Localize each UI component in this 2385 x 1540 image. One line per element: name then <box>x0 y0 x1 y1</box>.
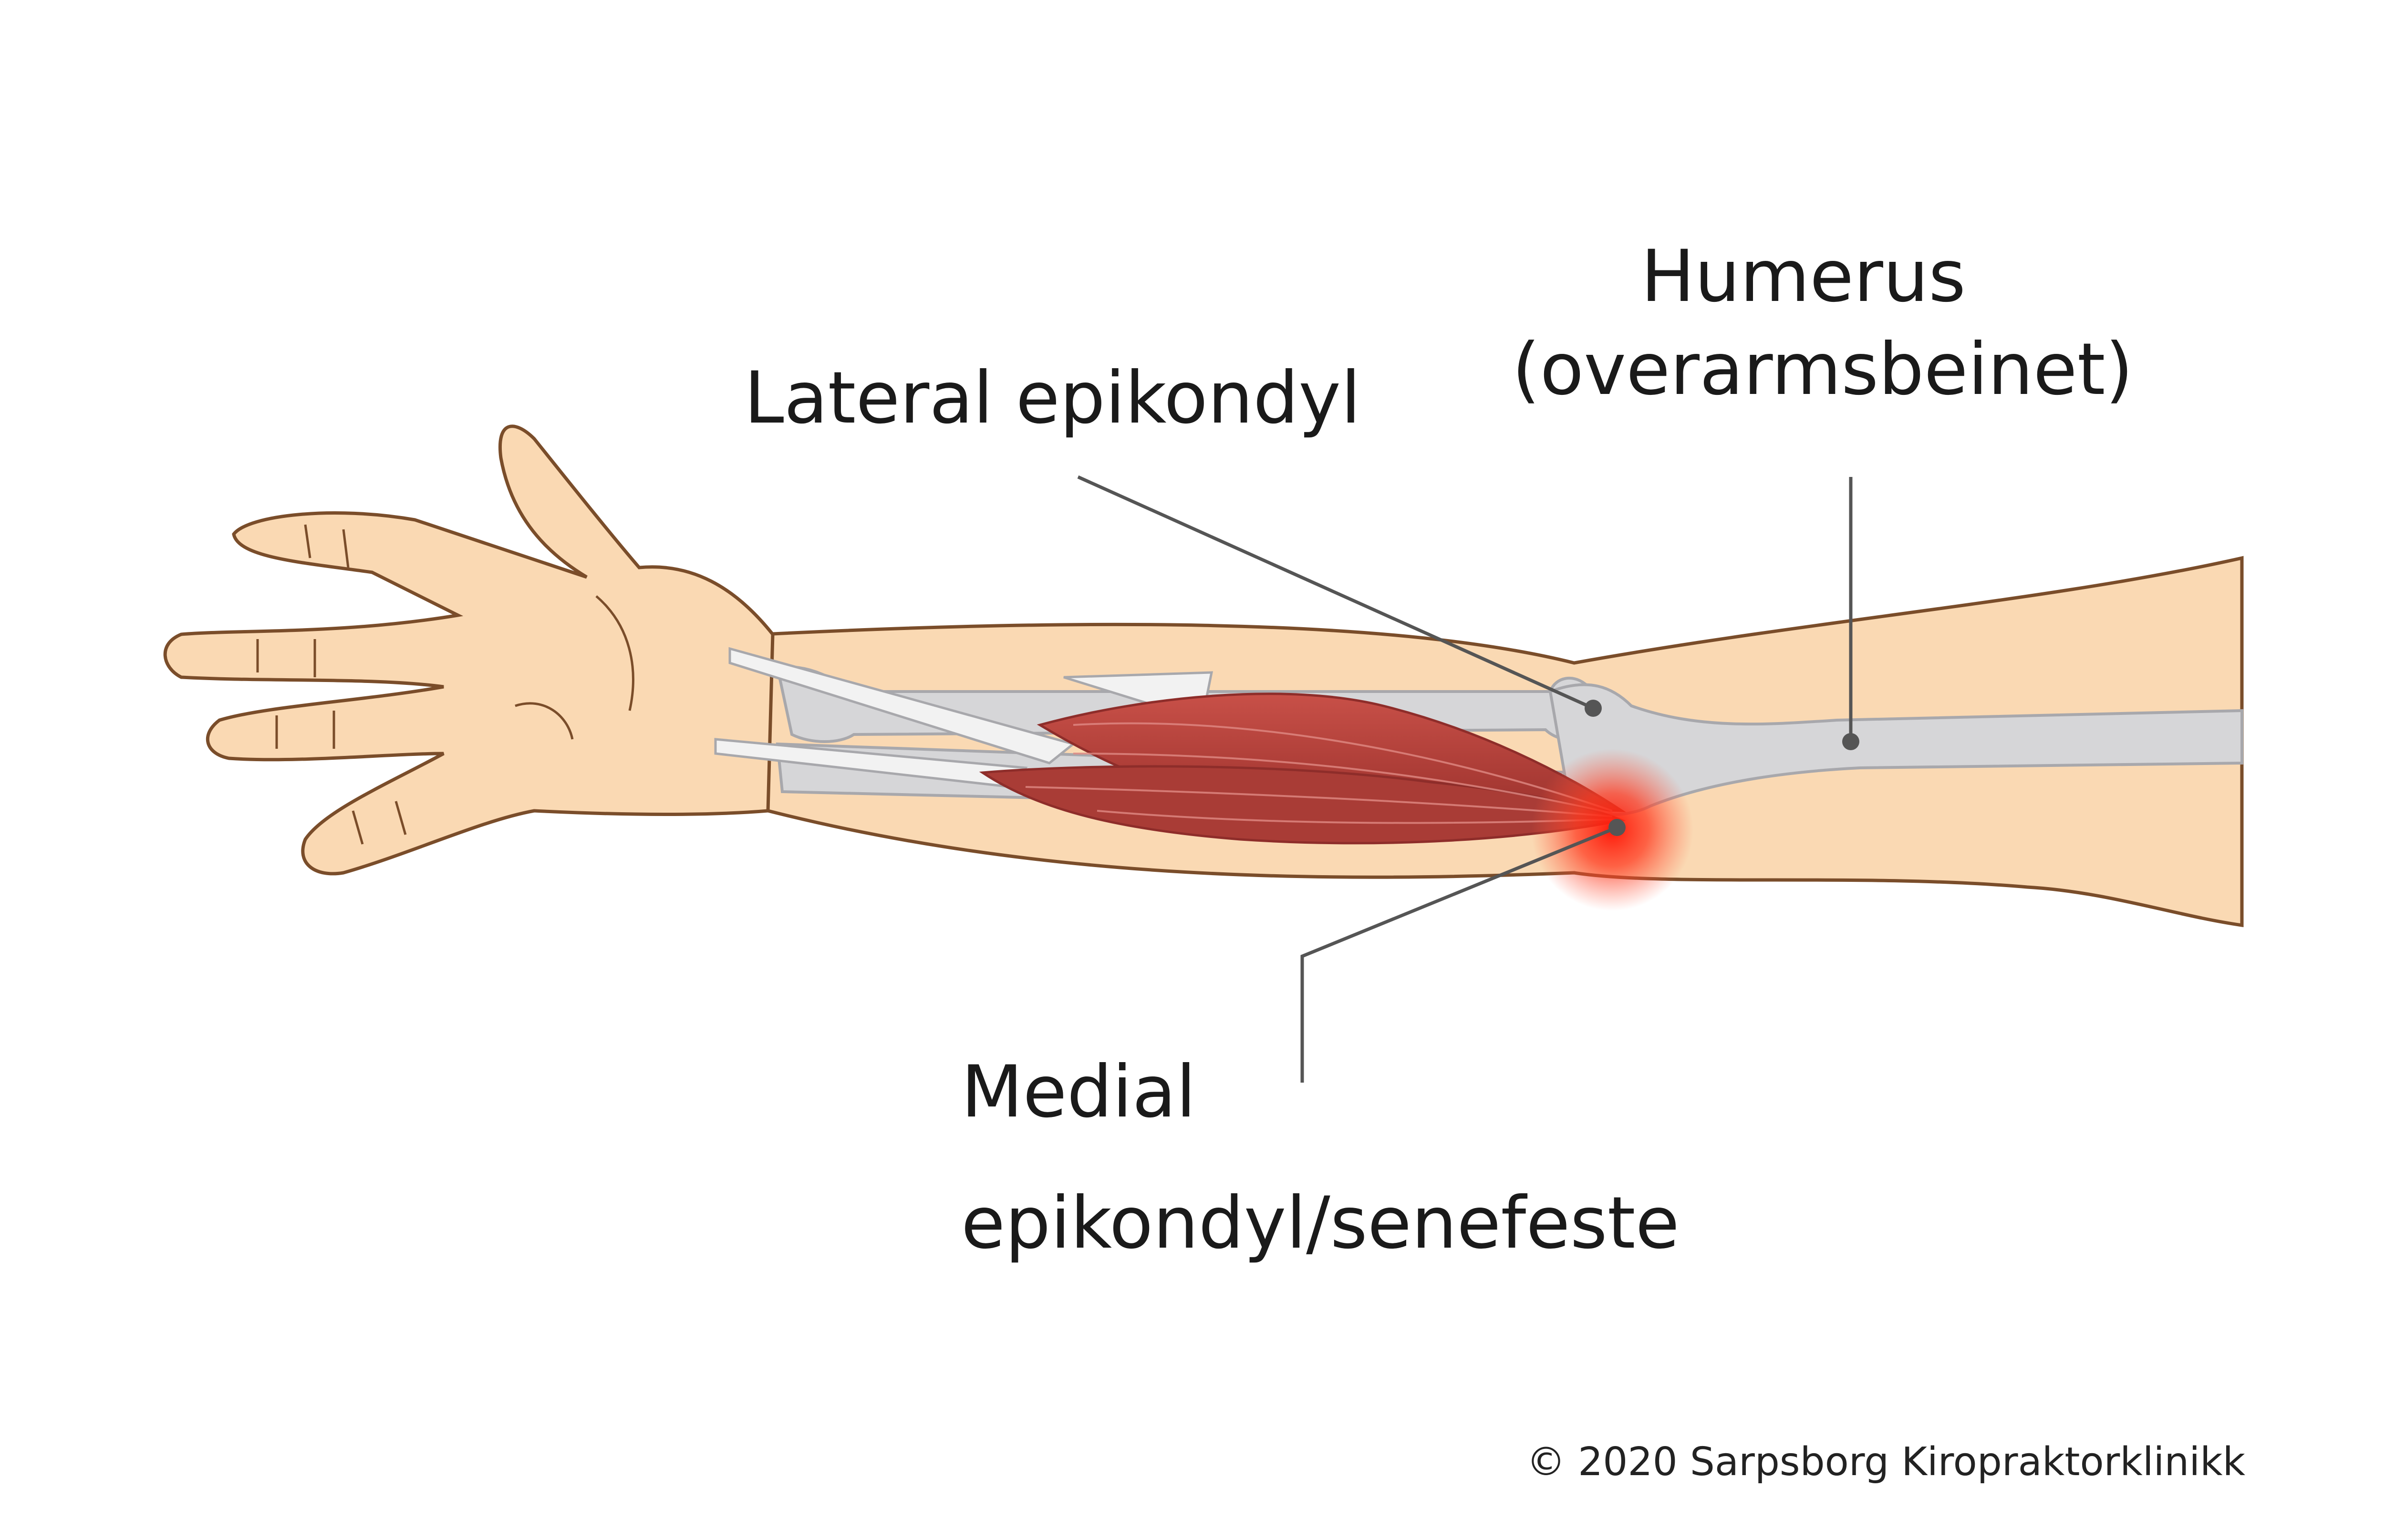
label-lateral-epicondyle: Lateral epikondyl <box>744 357 1361 440</box>
forearm-skin <box>761 556 2244 928</box>
copyright-notice: © 2020 Sarpsborg Kiropraktorklinikk <box>1526 1439 2246 1485</box>
label-humerus-subtitle: (overarmsbeinet) <box>1512 328 2134 411</box>
leader-line-medial <box>1300 826 1618 1083</box>
finger-creases <box>256 524 634 845</box>
label-medial: Medial <box>961 1051 1196 1134</box>
leader-lines <box>1077 475 1853 1083</box>
hand-skin <box>163 424 775 876</box>
leader-line-lateral <box>1077 475 1594 710</box>
label-medial-epicondyle: epikondyl/senefeste <box>961 1182 1680 1265</box>
leader-endpoints <box>1585 700 1859 836</box>
muscle-fibers <box>1025 722 1613 824</box>
label-humerus: Humerus <box>1641 235 1966 318</box>
